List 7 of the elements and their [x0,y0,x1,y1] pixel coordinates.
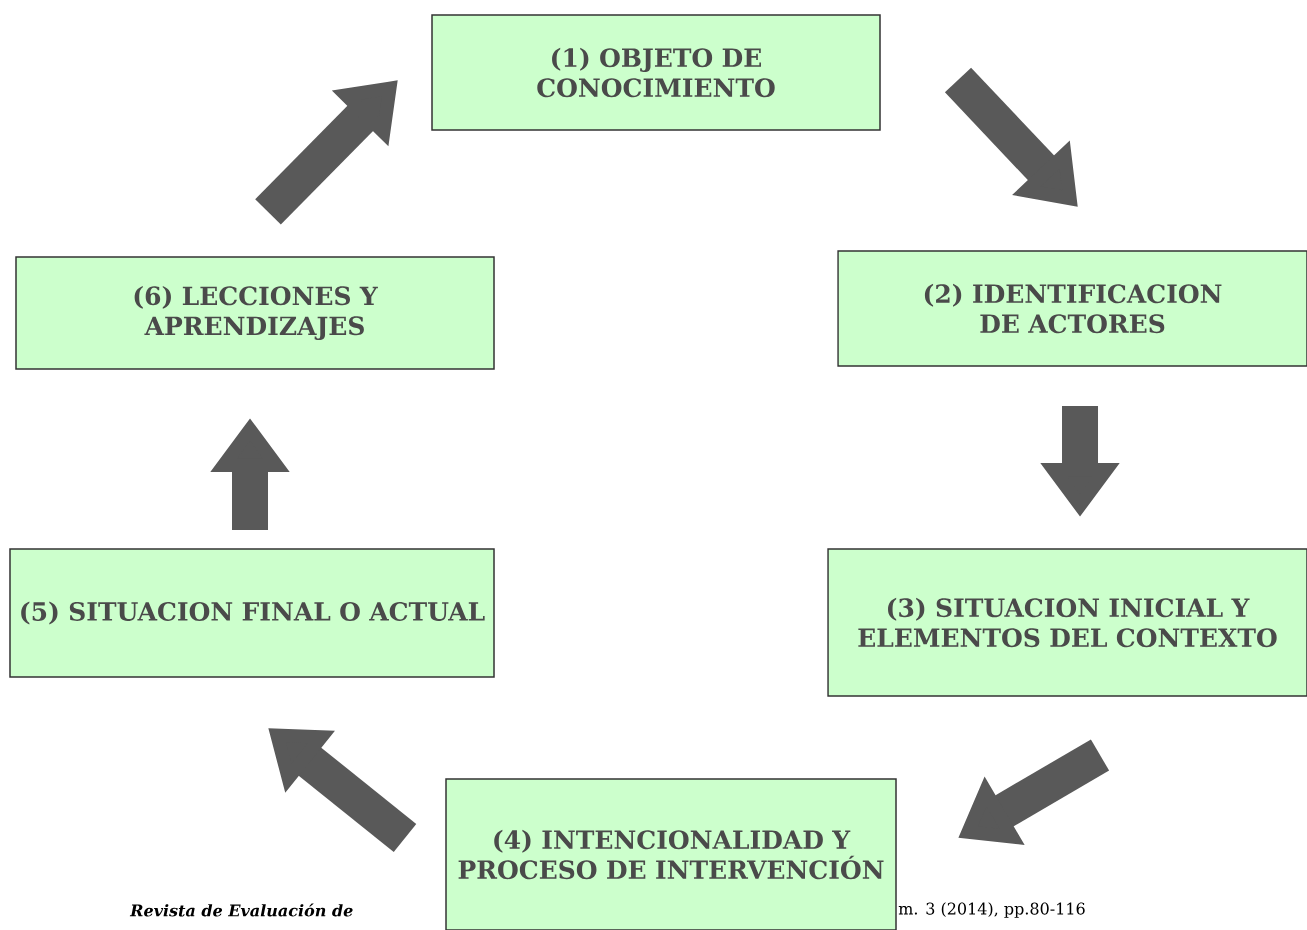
process-box: (3) SITUACION INICIAL Y ELEMENTOS DEL CONTEXTO [827,548,1307,697]
process-box: (6) LECCIONES Y APRENDIZAJES [15,256,495,370]
footer-text: Revista de Evaluación de [129,903,353,917]
process-box: (5) SITUACION FINAL O ACTUAL [9,548,495,678]
process-box: (2) IDENTIFICACION DE ACTORES [837,250,1307,367]
process-box: (4) INTENCIONALIDAD Y PROCESO DE INTERVENCIÓN [445,778,897,930]
process-box: (1) OBJETO DE CONOCIMIENTO [431,14,881,131]
